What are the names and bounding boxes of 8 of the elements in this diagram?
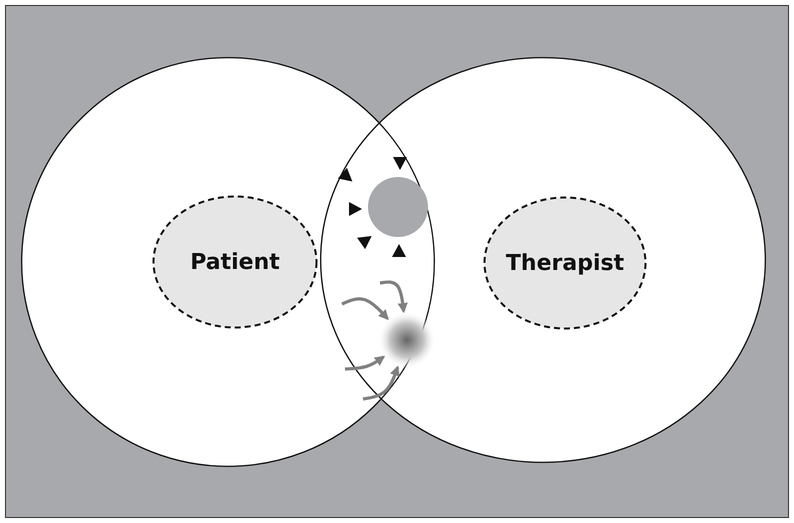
curved-arrow <box>362 365 400 401</box>
curved-arrow <box>344 356 386 371</box>
dashed-ellipse <box>152 195 318 329</box>
dashed-ellipse <box>483 196 647 330</box>
curved-arrow <box>380 280 408 314</box>
curved-arrow <box>341 297 389 320</box>
node-label: Therapist <box>506 250 624 276</box>
node-label: Patient <box>190 250 280 274</box>
